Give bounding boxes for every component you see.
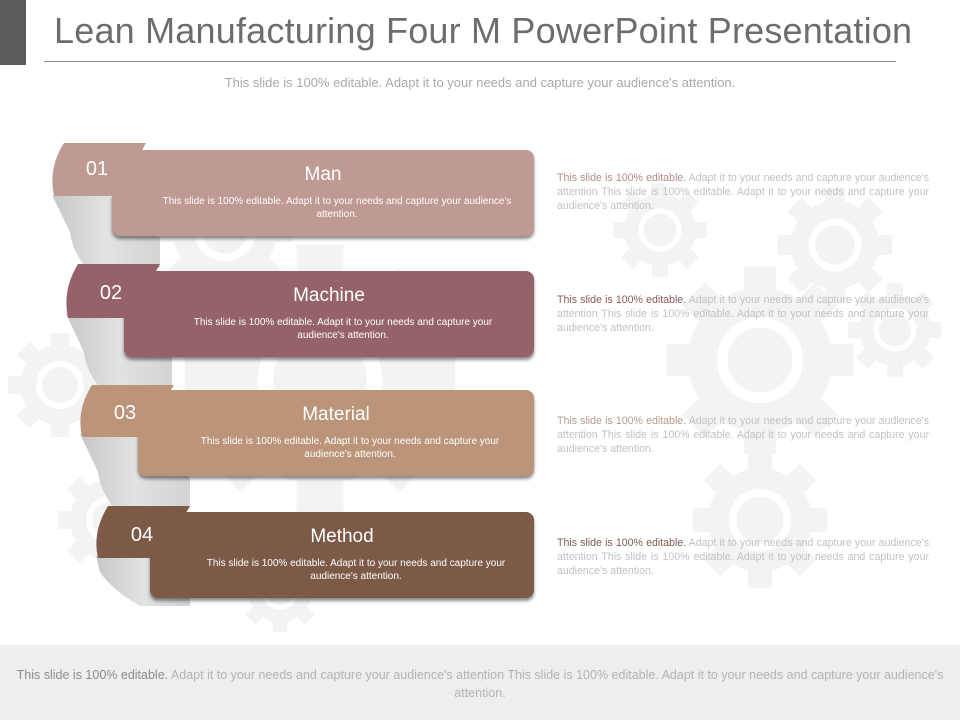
- item-description: This slide is 100% editable. Adapt it to…: [557, 414, 929, 456]
- item-number: 03: [113, 402, 137, 424]
- number-tab-02: [66, 264, 160, 318]
- footer-rest: Adapt it to your needs and capture your …: [168, 668, 944, 700]
- slide-title: Lean Manufacturing Four M PowerPoint Pre…: [54, 10, 913, 51]
- item-card-method: Method This slide is 100% editable. Adap…: [150, 512, 534, 598]
- description-rest: Adapt it to your needs and capture your …: [557, 415, 929, 455]
- item-card-machine: Machine This slide is 100% editable. Ada…: [124, 271, 534, 357]
- ribbon-fold: [66, 314, 172, 388]
- item-number: 02: [99, 282, 123, 304]
- item-card-material: Material This slide is 100% editable. Ad…: [138, 390, 534, 476]
- description-rest: Adapt it to your needs and capture your …: [557, 172, 929, 212]
- item-text: This slide is 100% editable. Adapt it to…: [200, 436, 500, 460]
- footer-text: This slide is 100% editable. Adapt it to…: [14, 666, 946, 702]
- item-description: This slide is 100% editable. Adapt it to…: [557, 171, 929, 213]
- description-rest: Adapt it to your needs and capture your …: [557, 294, 929, 334]
- description-rest: Adapt it to your needs and capture your …: [557, 537, 929, 577]
- item-number: 04: [130, 524, 154, 546]
- ribbon-fold: [52, 195, 160, 268]
- number-tab-04: [96, 506, 190, 558]
- title-accent-bar: [0, 0, 26, 65]
- item-title: Man: [304, 164, 342, 185]
- item-description: This slide is 100% editable. Adapt it to…: [557, 293, 929, 335]
- number-tab-03: [80, 385, 174, 437]
- item-card-man: Man This slide is 100% editable. Adapt i…: [112, 150, 534, 236]
- description-lead: This slide is 100% editable.: [557, 415, 687, 427]
- title-underline: [44, 61, 896, 62]
- item-text: This slide is 100% editable. Adapt it to…: [193, 317, 493, 341]
- description-lead: This slide is 100% editable.: [557, 294, 687, 306]
- slide-subtitle: This slide is 100% editable. Adapt it to…: [224, 75, 736, 90]
- item-title: Method: [310, 526, 374, 547]
- item-title: Machine: [293, 285, 365, 306]
- number-tabs: [52, 143, 190, 558]
- item-title: Material: [302, 404, 370, 425]
- description-lead: This slide is 100% editable.: [557, 172, 687, 184]
- number-tab-01: [52, 143, 147, 196]
- item-text: This slide is 100% editable. Adapt it to…: [206, 558, 506, 582]
- footer-lead: This slide is 100% editable.: [16, 668, 169, 682]
- footer-bar: This slide is 100% editable. Adapt it to…: [0, 645, 960, 720]
- description-lead: This slide is 100% editable.: [557, 537, 687, 549]
- item-text: This slide is 100% editable. Adapt it to…: [162, 196, 512, 220]
- item-number: 01: [85, 158, 109, 180]
- ribbon-fold: [80, 434, 190, 508]
- item-description: This slide is 100% editable. Adapt it to…: [557, 536, 929, 578]
